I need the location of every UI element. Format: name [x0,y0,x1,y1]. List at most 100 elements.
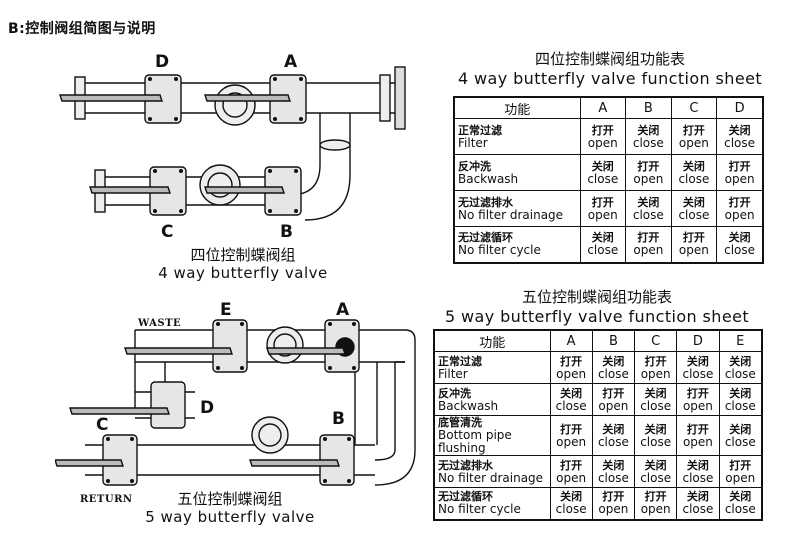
state-zh: 关闭 [644,458,667,472]
state-zh: 关闭 [560,386,583,400]
function-name-en: Backwash [438,398,499,413]
state-en: close [724,434,756,449]
state-en: open [724,171,755,186]
function-name-en: Filter [458,135,488,150]
state-en: close [597,434,629,449]
state-zh: 关闭 [686,490,709,504]
state-zh: 打开 [637,159,660,173]
state-zh: 关闭 [729,354,752,368]
function-name-zh: 无过滤排水 [458,195,513,209]
function-name-en: No filter cycle [458,243,541,258]
state-zh: 关闭 [644,422,667,436]
function-name-en: No filter drainage [458,207,564,222]
function-name-en: Filter [438,366,468,381]
function-name-zh: 反冲洗 [458,159,491,173]
state-en: open [682,398,713,413]
table5-title-en: 5 way butterfly valve function sheet [444,307,749,326]
state-zh: 打开 [729,458,752,472]
state-en: close [597,366,629,381]
table4-title-en: 4 way butterfly valve function sheet [457,69,762,88]
column-header-e: E [718,329,763,352]
state-en: close [678,171,710,186]
state-en: open [598,502,629,517]
state-en: close [724,502,756,517]
return-label: RETURN [80,494,133,505]
state-en: open [556,366,587,381]
state-en: close [597,470,629,485]
state-zh: 关闭 [602,354,625,368]
function-name-zh: 无过滤循环 [438,490,493,504]
state-zh: 关闭 [637,123,660,137]
four-way-caption: 四位控制蝶阀组 4 way butterfly valve [148,246,338,282]
state-zh: 关闭 [728,123,751,137]
state-en: close [678,207,710,222]
state-zh: 关闭 [602,422,625,436]
state-zh: 打开 [560,354,583,368]
table5-title-zh: 五位控制蝶阀组功能表 [521,288,672,306]
valve-label-d-5: D [200,398,215,418]
state-zh: 打开 [686,422,709,436]
state-en: open [725,470,756,485]
state-en: close [682,366,714,381]
five-way-valve-diagram [55,319,416,486]
state-zh: 打开 [560,458,583,472]
state-zh: 关闭 [729,386,752,400]
state-en: open [587,135,618,150]
column-header-d: D [676,329,720,352]
func-header: 功能 [453,96,581,119]
state-en: open [678,243,709,258]
four-way-caption-en: 4 way butterfly valve [158,264,328,282]
state-en: close [724,398,756,413]
state-zh: 关闭 [591,231,614,245]
valve-label-e: E [220,300,232,320]
state-zh: 关闭 [591,159,614,173]
function-name-zh: 无过滤排水 [438,458,493,472]
five-way-caption-zh: 五位控制蝶阀组 [177,490,283,508]
state-en: open [640,366,671,381]
state-en: open [556,434,587,449]
function-name-zh: 底管清洗 [438,416,482,429]
state-zh: 关闭 [729,422,752,436]
state-zh: 关闭 [637,195,660,209]
valve-label-c-5: C [96,415,109,435]
state-zh: 关闭 [728,231,751,245]
function-name-zh: 无过滤循环 [458,231,513,245]
table5-title: 五位控制蝶阀组功能表 5 way butterfly valve functio… [432,288,762,326]
state-zh: 关闭 [686,458,709,472]
function-name-en: Backwash [458,171,519,186]
state-en: open [587,207,618,222]
table4-title: 四位控制蝶阀组功能表 4 way butterfly valve functio… [445,50,775,88]
